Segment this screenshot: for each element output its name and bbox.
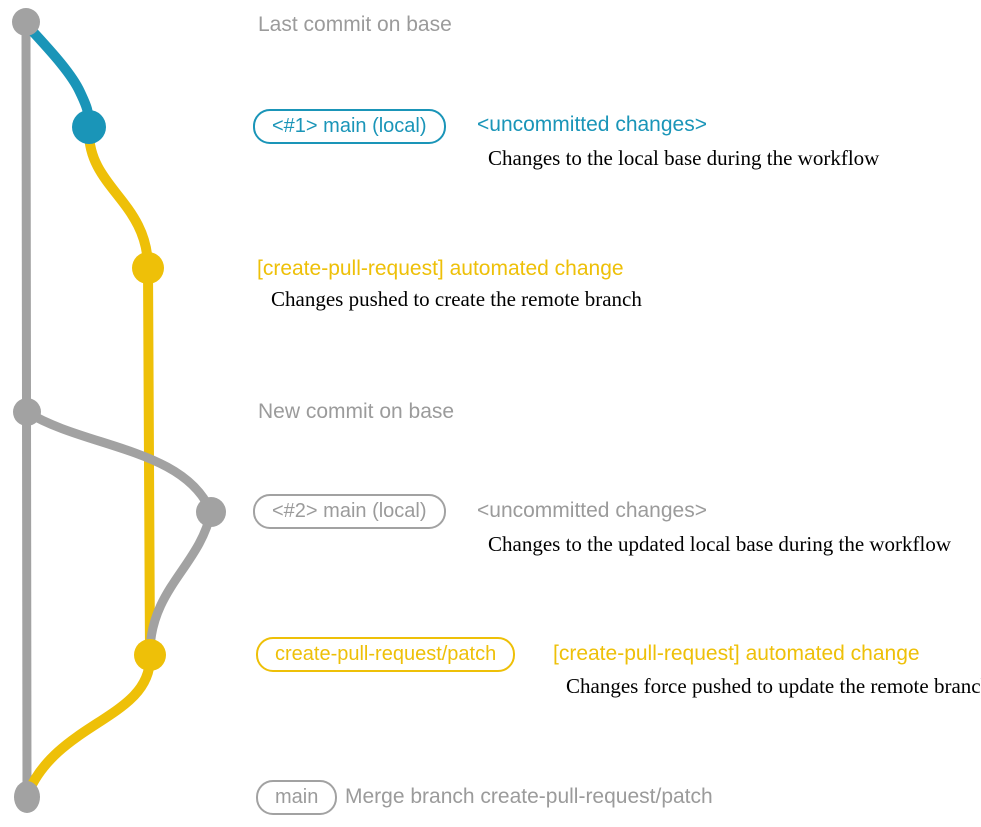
commit-heading-automated-2: [create-pull-request] automated change	[553, 642, 920, 665]
git-graph	[12, 8, 226, 813]
branch-label-main-local-1: <#1> main (local)	[253, 109, 446, 144]
commit-node-new-base	[13, 398, 41, 426]
commit-message-merge: Merge branch create-pull-request/patch	[345, 785, 713, 808]
commit-node-local-2	[196, 497, 226, 527]
branch-label-create-pull-request-patch: create-pull-request/patch	[256, 637, 516, 672]
commit-node-last-base	[12, 8, 40, 36]
commit-node-remote-2	[134, 639, 166, 671]
commit-heading-automated-1: [create-pull-request] automated change	[257, 257, 624, 280]
commit-description-automated-2: Changes force pushed to update the remot…	[566, 674, 981, 698]
annotation-last-commit: Last commit on base	[258, 13, 452, 36]
commit-description-uncommitted-1: Changes to the local base during the wor…	[488, 146, 880, 170]
commit-description-automated-1: Changes pushed to create the remote bran…	[271, 287, 642, 311]
commit-node-remote-1	[132, 252, 164, 284]
branch-label-main-local-2: <#2> main (local)	[253, 494, 446, 529]
commit-node-merge	[14, 781, 40, 813]
gray-merge-curve	[145, 507, 216, 655]
yellow-merge-curve	[23, 653, 155, 798]
annotation-new-commit: New commit on base	[258, 400, 455, 423]
commit-heading-uncommitted-1: <uncommitted changes>	[477, 113, 707, 136]
commit-heading-uncommitted-2: <uncommitted changes>	[477, 499, 707, 522]
commit-description-uncommitted-2: Changes to the updated local base during…	[488, 532, 952, 556]
yellow-branch-curve-top	[84, 127, 153, 273]
gray-branch-out-curve	[22, 407, 216, 517]
blue-branch-curve	[21, 19, 94, 132]
commit-node-local-1	[72, 110, 106, 144]
branch-label-main: main	[256, 780, 338, 815]
